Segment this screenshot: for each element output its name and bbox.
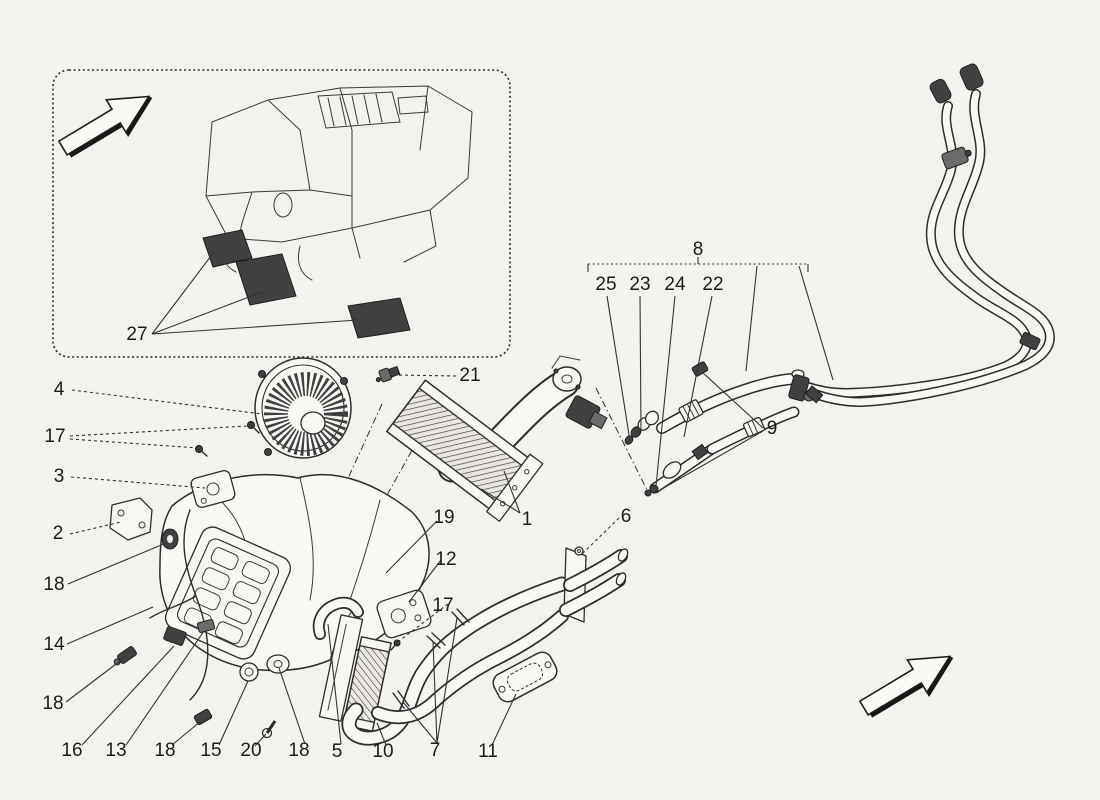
callout-17-left: 17: [44, 426, 65, 447]
inset-vent-3: [347, 297, 411, 339]
callout-23: 23: [629, 274, 650, 295]
callout-15: 15: [200, 740, 221, 761]
actuator-12: [376, 589, 432, 639]
blower-motor-drawing: [254, 357, 352, 459]
expansion-valve: [565, 395, 608, 430]
inset-vent-2: [235, 253, 297, 306]
heater-core-drawing: [312, 596, 392, 733]
callout-18-c: 18: [154, 740, 175, 761]
inset-panel: [52, 69, 511, 358]
heater-pipe-end-2: [615, 572, 627, 586]
fitting-21: [375, 365, 401, 383]
blower-fan-cage: [264, 372, 348, 456]
pipe-cap-1: [929, 78, 952, 104]
receiver-flange: [662, 461, 682, 479]
callout-6: 6: [621, 506, 632, 527]
callout-8: 8: [693, 239, 704, 260]
callout-2: 2: [53, 523, 64, 544]
direction-arrow-ne-icon-corner: [858, 655, 954, 718]
callout-7: 7: [430, 740, 441, 761]
pipe-clamp: [941, 146, 972, 170]
assembly-axis-lines: [302, 387, 649, 593]
connector-16: [163, 626, 187, 646]
clip-9: [691, 361, 709, 377]
callout-13: 13: [105, 740, 126, 761]
callout-leader-lines: [65, 265, 834, 747]
callout-16: 16: [61, 740, 82, 761]
bracket-2: [109, 497, 153, 541]
callout-labels: 27 4 17 3 2 18 14 18 16 13 18 15 20 18 5…: [42, 239, 777, 762]
heater-hoses-drawing: [341, 546, 629, 746]
inset-hvac-unit-sketch: [202, 85, 473, 339]
callout-12: 12: [435, 549, 456, 570]
inset-leader-lines: [151, 251, 359, 335]
connector-13: [196, 619, 216, 633]
hvac-housing-drawing: [149, 473, 430, 701]
callout-19: 19: [433, 507, 454, 528]
callout-4: 4: [54, 379, 65, 400]
washer-6: [574, 546, 584, 556]
group-8-bracket: [587, 257, 809, 272]
direction-arrow-ne-icon: [57, 95, 153, 158]
pipe-cap-2: [959, 63, 984, 91]
callout-24: 24: [664, 274, 686, 295]
boss-15: [239, 662, 259, 682]
heater-pipe-end-1: [617, 548, 629, 562]
clip-18c: [193, 708, 213, 726]
housing-grille: [164, 526, 292, 660]
callout-22: 22: [702, 274, 723, 295]
callout-11: 11: [478, 741, 498, 762]
callout-18-b: 18: [42, 693, 63, 714]
hose-crimp-1: [678, 399, 704, 423]
callout-3: 3: [54, 466, 65, 487]
callout-14: 14: [43, 634, 65, 655]
small-parts: [109, 365, 432, 739]
actuator-3: [190, 470, 236, 508]
callout-10: 10: [372, 741, 393, 762]
callout-5: 5: [332, 741, 343, 762]
refrigerant-pipes-drawing: [624, 63, 1055, 497]
callout-18-a: 18: [43, 574, 64, 595]
callout-9: 9: [767, 418, 778, 439]
evaporator-core-drawing: [385, 379, 544, 522]
callout-27: 27: [126, 324, 147, 345]
callout-20: 20: [240, 740, 261, 761]
callout-1: 1: [522, 509, 533, 530]
callout-25: 25: [595, 274, 616, 295]
charge-valve-cluster: [788, 369, 824, 404]
duct-elbow-5: [314, 598, 363, 639]
mounting-plate-11: [492, 651, 558, 703]
inset-panel-border: [52, 69, 511, 358]
seal-18d: [266, 654, 290, 674]
hose-crimp-2: [742, 416, 766, 438]
pipe-clip: [1019, 331, 1041, 351]
duct-flange: [552, 366, 582, 392]
callout-18-d: 18: [288, 740, 309, 761]
callout-17-center: 17: [432, 595, 453, 616]
callout-21: 21: [459, 365, 480, 386]
